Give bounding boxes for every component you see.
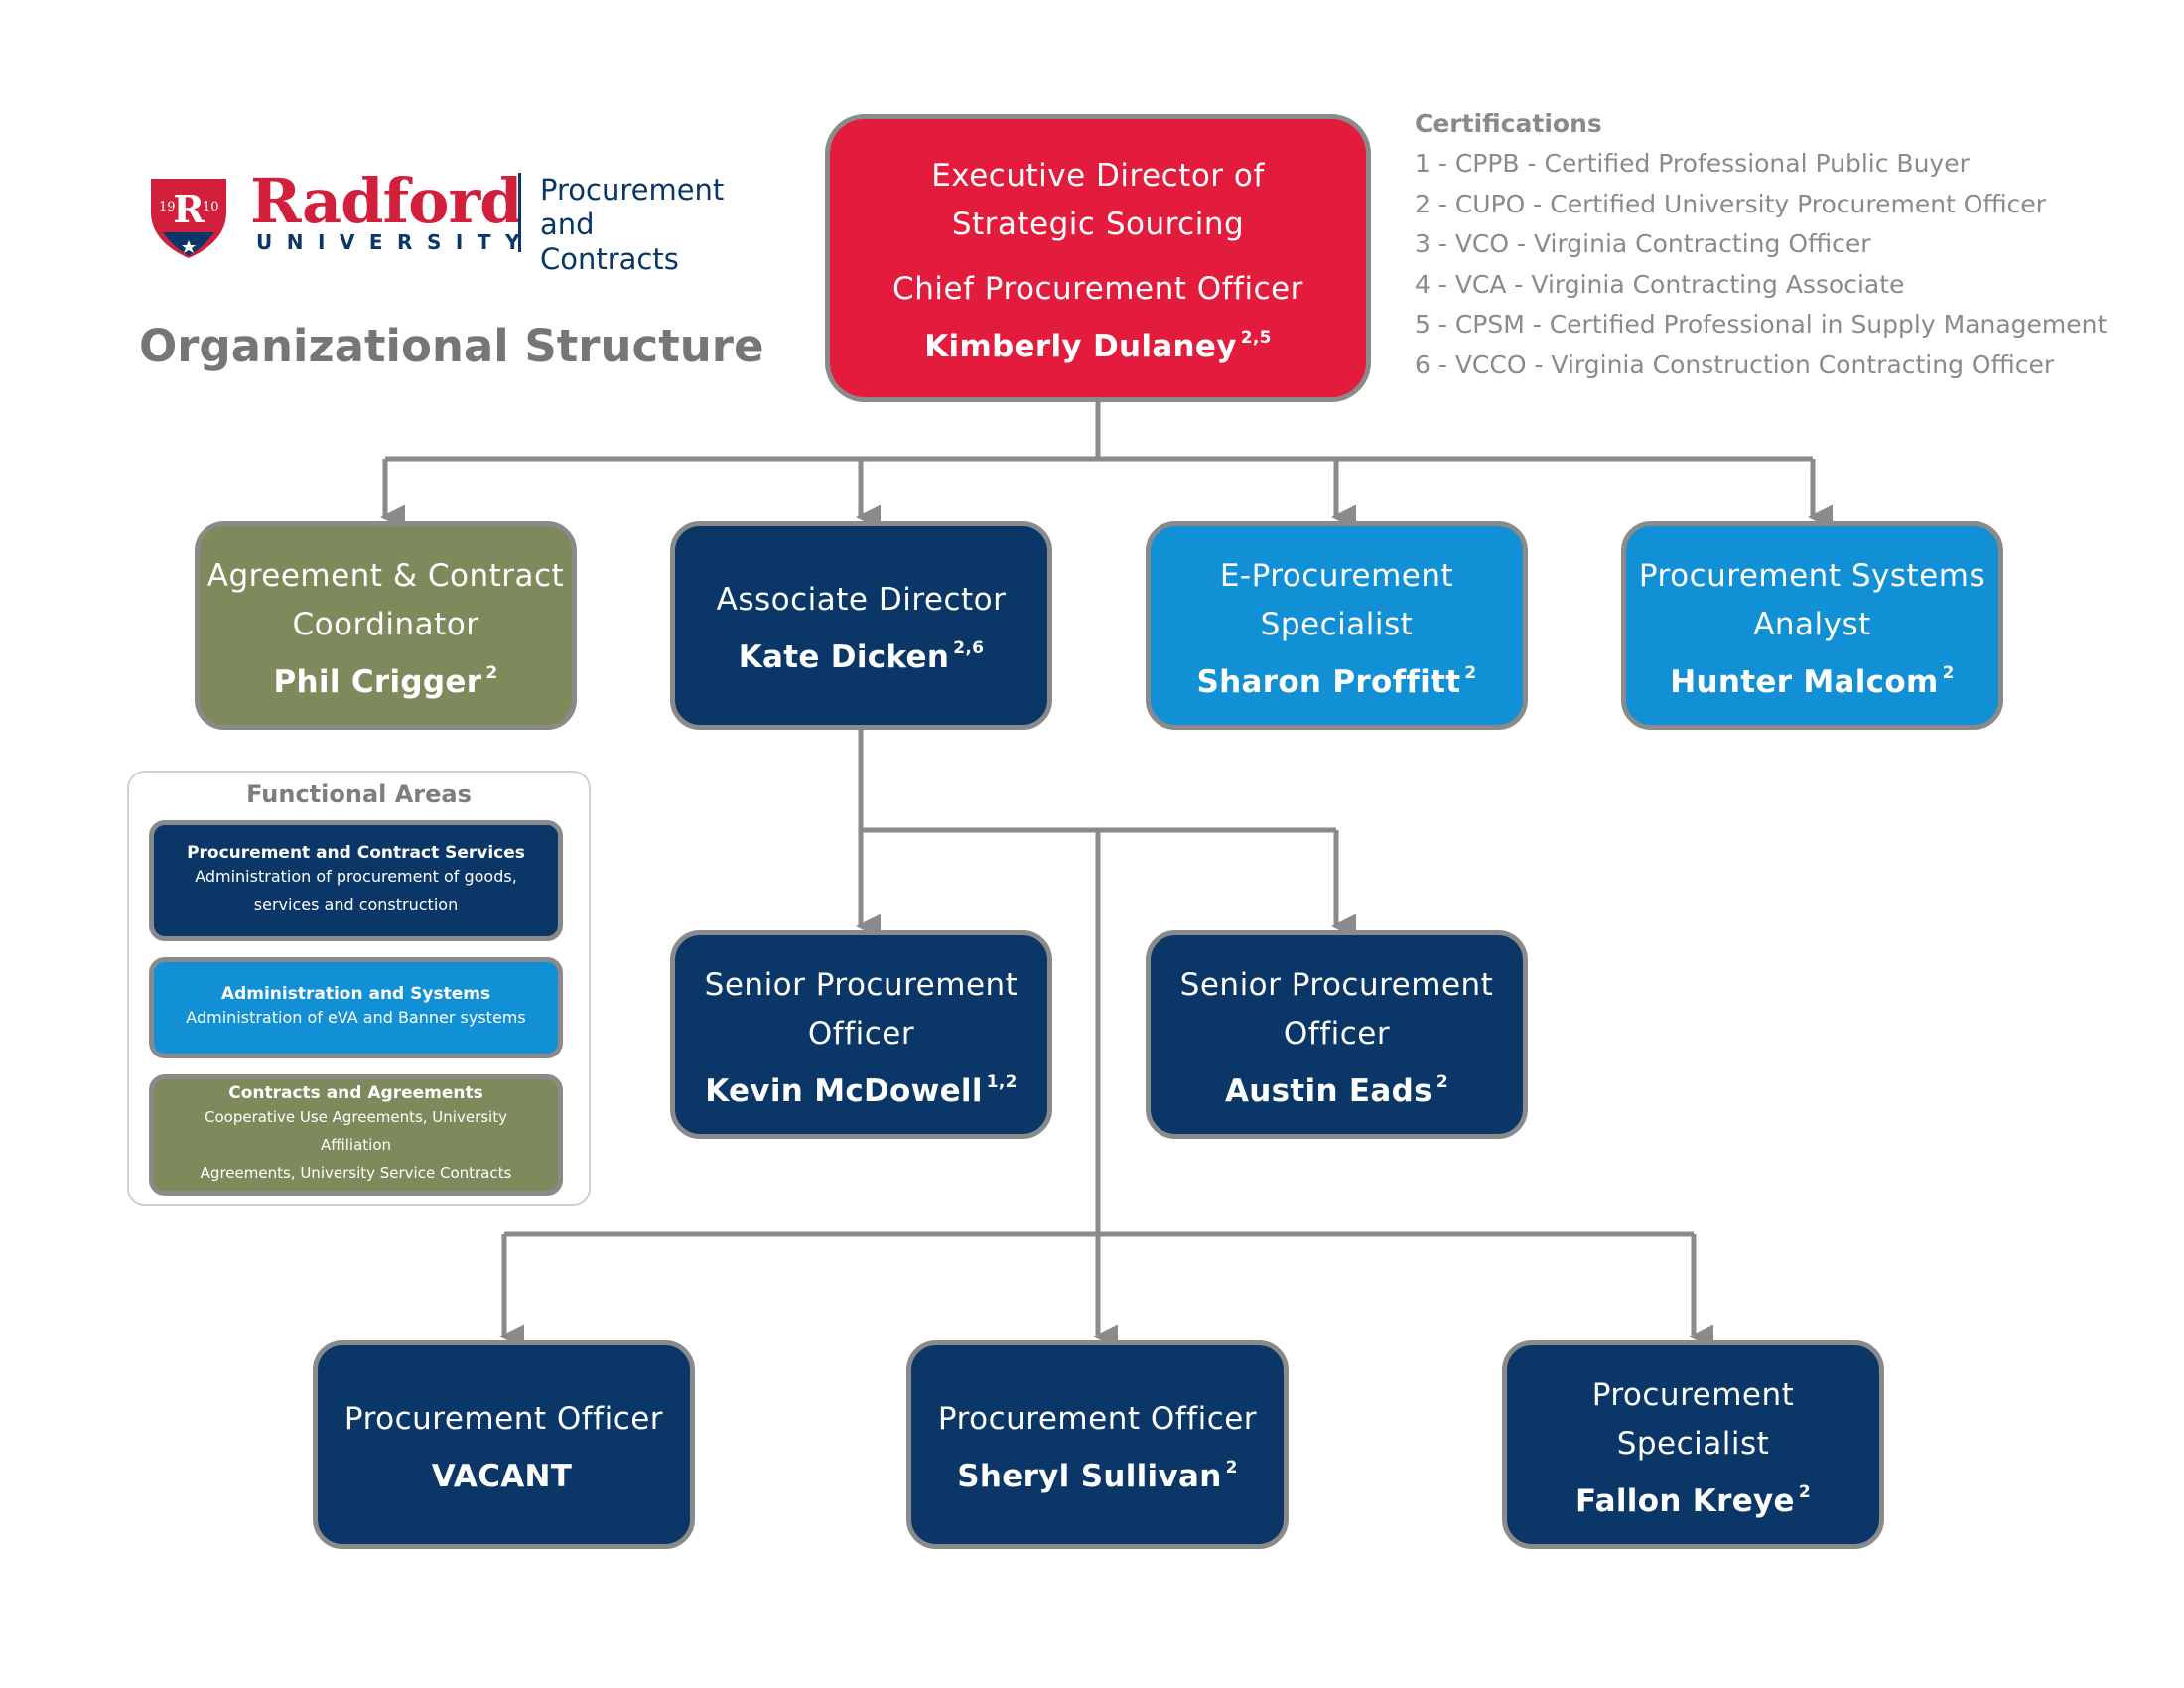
certification-item: 3 - VCO - Virginia Contracting Officer	[1415, 229, 1871, 258]
position-title: Procurement Systems Analyst	[1638, 557, 1986, 642]
shield-monogram: R	[173, 187, 205, 231]
cert-superscript: 2	[485, 662, 498, 683]
functional-area-contracts: Contracts and Agreements Cooperative Use…	[149, 1074, 563, 1196]
cert-superscript: 2	[1798, 1481, 1811, 1502]
position-title: Procurement Officer	[937, 1401, 1258, 1437]
position-title: Senior Procurement Officer	[704, 966, 1019, 1052]
certification-item: 1 - CPPB - Certified Professional Public…	[1415, 149, 1970, 178]
certification-item: 4 - VCA - Virginia Contracting Associate	[1415, 269, 1905, 299]
functional-area-description: Cooperative Use Agreements, University A…	[200, 1108, 512, 1182]
position-subtitle: Chief Procurement Officer	[892, 271, 1303, 307]
cert-superscript: 1,2	[986, 1071, 1018, 1092]
certification-item: 2 - CUPO - Certified University Procurem…	[1415, 189, 2047, 218]
certification-item: 6 - VCCO - Virginia Construction Contrac…	[1415, 350, 2055, 379]
cert-superscript: 2,5	[1240, 328, 1272, 348]
page-title: Organizational Structure	[139, 320, 764, 372]
procurement-officer-box: Procurement Officer VACANT	[313, 1340, 695, 1549]
functional-area-title: Administration and Systems	[220, 984, 491, 1004]
logo-divider	[518, 173, 521, 252]
position-title: Procurement Specialist	[1591, 1376, 1795, 1462]
position-title: Procurement Officer	[343, 1401, 664, 1437]
functional-area-description: Administration of procurement of goods, …	[195, 867, 517, 914]
cert-superscript: 2	[1942, 662, 1955, 683]
agreement-coordinator-box: Agreement & Contract Coordinator Phil Cr…	[195, 521, 577, 730]
cert-superscript: 2	[1435, 1071, 1448, 1092]
functional-area-title: Procurement and Contract Services	[187, 843, 525, 863]
person-name: VACANT	[431, 1459, 573, 1494]
shield-year-left: 19	[159, 200, 176, 214]
systems-analyst-box: Procurement Systems Analyst Hunter Malco…	[1621, 521, 2003, 730]
eprocurement-specialist-box: E-Procurement Specialist Sharon Proffitt…	[1146, 521, 1528, 730]
certifications-legend: Certifications 1 - CPPB - Certified Prof…	[1415, 109, 2107, 385]
functional-area-description: Administration of eVA and Banner systems	[186, 1008, 526, 1027]
position-title: Associate Director	[716, 582, 1007, 618]
position-title: E-Procurement Specialist	[1219, 557, 1454, 642]
cert-superscript: 2	[1225, 1458, 1238, 1477]
functional-area-procurement: Procurement and Contract Services Admini…	[149, 820, 563, 941]
position-title: Executive Director of Strategic Sourcing	[931, 158, 1265, 242]
certifications-heading: Certifications	[1415, 109, 1602, 138]
functional-areas-legend: Functional Areas Procurement and Contrac…	[127, 771, 591, 1206]
cert-superscript: 2,6	[953, 638, 985, 658]
position-title: Senior Procurement Officer	[1179, 966, 1494, 1052]
logo-university: UNIVERSITY	[256, 230, 534, 254]
senior-officer-box: Senior Procurement Officer Kevin McDowel…	[670, 930, 1052, 1139]
department-name: Procurement and Contracts	[540, 173, 725, 276]
functional-areas-heading: Functional Areas	[246, 780, 472, 808]
certification-item: 5 - CPSM - Certified Professional in Sup…	[1415, 310, 2108, 339]
cert-superscript: 2	[1464, 662, 1477, 683]
radford-logo: 19 10 R Radford UNIVERSITY Procurement a…	[149, 165, 784, 276]
position-title: Agreement & Contract Coordinator	[206, 557, 565, 642]
logo-wordmark: Radford	[250, 165, 523, 237]
shield-year-right: 10	[203, 200, 219, 214]
functional-area-title: Contracts and Agreements	[228, 1083, 483, 1103]
executive-director-box: Executive Director of Strategic Sourcing…	[825, 114, 1371, 402]
radford-shield-icon: 19 10 R	[151, 179, 226, 258]
functional-area-administration: Administration and Systems Administratio…	[149, 957, 563, 1058]
